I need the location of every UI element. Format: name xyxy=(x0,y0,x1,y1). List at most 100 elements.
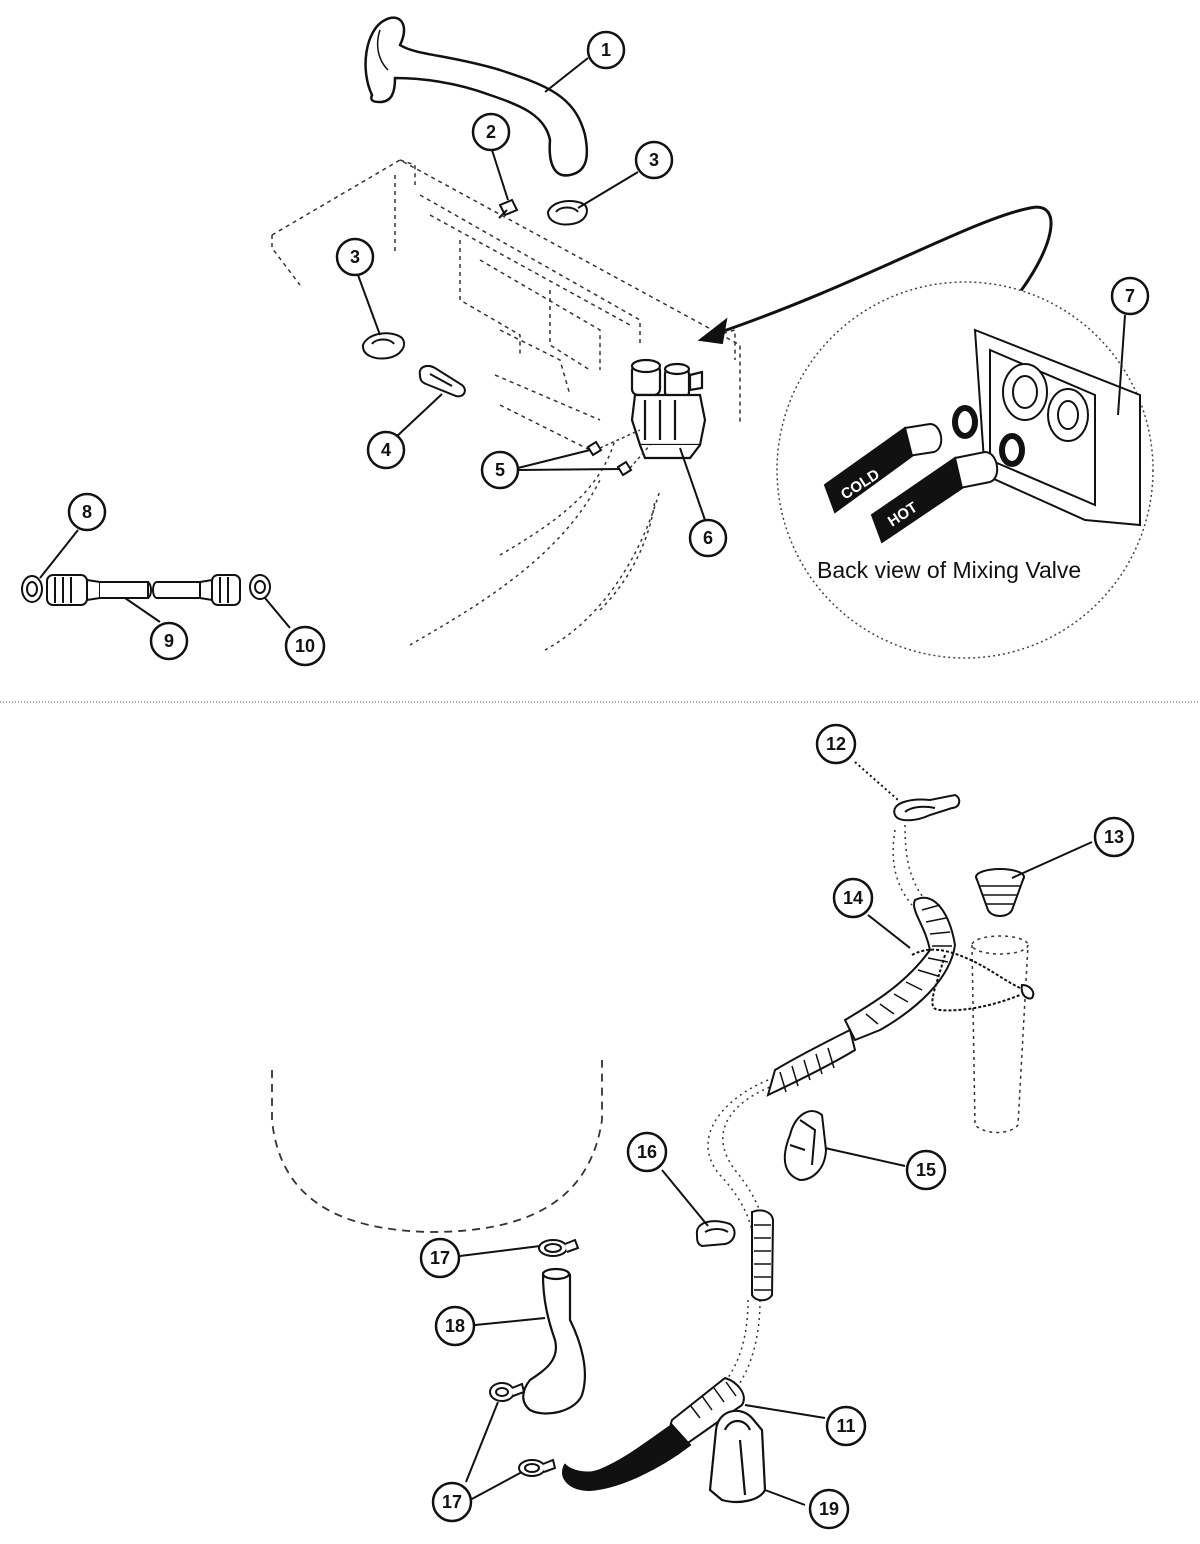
mount-dashes xyxy=(599,429,651,469)
part-17-clamp-lower-b xyxy=(518,1458,557,1477)
svg-text:13: 13 xyxy=(1104,827,1124,847)
part-10-washer xyxy=(249,574,271,600)
callout-17-upper: 17 xyxy=(419,1237,461,1279)
svg-text:1: 1 xyxy=(601,40,611,60)
leader-7 xyxy=(1117,314,1126,416)
part-15-bracket xyxy=(783,1110,828,1182)
svg-text:16: 16 xyxy=(637,1142,657,1162)
inset-valve-back xyxy=(973,328,1141,527)
inset-o-rings xyxy=(952,405,1025,467)
callout-12: 12 xyxy=(815,723,857,765)
leader-10 xyxy=(264,597,291,629)
chain-hook xyxy=(1020,983,1035,1000)
callout-5: 5 xyxy=(480,450,520,490)
part-8-washer xyxy=(21,575,43,603)
callout-7: 7 xyxy=(1110,276,1150,316)
svg-text:12: 12 xyxy=(826,734,846,754)
leader-2 xyxy=(491,149,509,201)
svg-text:17: 17 xyxy=(442,1492,462,1512)
svg-text:19: 19 xyxy=(819,1499,839,1519)
detail-arrow xyxy=(711,205,1053,337)
part-13-strainer xyxy=(975,868,1025,917)
callout-10: 10 xyxy=(284,625,326,667)
part-3-clamp-upper xyxy=(546,199,588,226)
part-12-clip xyxy=(893,793,961,822)
drain-path-ghost-2 xyxy=(707,829,913,1383)
inset-hot-hose xyxy=(870,450,999,544)
leader-3-lower xyxy=(357,274,381,336)
svg-text:6: 6 xyxy=(703,528,713,548)
standpipe xyxy=(971,935,1029,1134)
svg-text:14: 14 xyxy=(843,888,863,908)
leader-12 xyxy=(854,761,899,801)
leader-5 xyxy=(517,449,621,471)
svg-text:5: 5 xyxy=(495,460,505,480)
inset-caption: Back view of Mixing Valve xyxy=(817,557,1081,583)
leader-17-upper xyxy=(459,1245,541,1257)
part-1-fill-hose xyxy=(364,16,589,177)
leader-18 xyxy=(474,1317,546,1326)
callout-11: 11 xyxy=(825,1405,867,1447)
callout-19: 19 xyxy=(808,1488,850,1530)
leader-11 xyxy=(744,1404,826,1419)
callout-17-lower: 17 xyxy=(431,1481,473,1523)
callout-9: 9 xyxy=(149,621,189,661)
callout-4: 4 xyxy=(366,430,406,470)
callout-15: 15 xyxy=(905,1149,947,1191)
leader-9 xyxy=(124,597,161,623)
leader-15 xyxy=(824,1147,906,1167)
callout-14: 14 xyxy=(832,877,874,919)
part-4-clip xyxy=(418,365,466,398)
cabinet-frame xyxy=(271,159,741,451)
callout-6: 6 xyxy=(688,518,728,558)
leader-4 xyxy=(394,393,443,439)
tub-outline-top xyxy=(409,439,661,651)
svg-text:15: 15 xyxy=(916,1160,936,1180)
leader-1 xyxy=(544,57,589,93)
svg-text:17: 17 xyxy=(430,1248,450,1268)
svg-text:7: 7 xyxy=(1125,286,1135,306)
part-17-clamp-upper xyxy=(538,1238,580,1257)
leader-6 xyxy=(679,447,706,521)
svg-text:18: 18 xyxy=(445,1316,465,1336)
tub-outline-bottom xyxy=(271,1060,603,1233)
callout-3-upper: 3 xyxy=(634,140,674,180)
part-6-mixing-valve xyxy=(630,358,707,460)
svg-text:10: 10 xyxy=(295,636,315,656)
part-18-tub-hose xyxy=(522,1267,586,1415)
svg-text:3: 3 xyxy=(649,150,659,170)
callout-18: 18 xyxy=(434,1305,476,1347)
part-11-drain-hose-lower xyxy=(562,1209,775,1492)
svg-text:9: 9 xyxy=(164,631,174,651)
callout-3-lower: 3 xyxy=(335,237,375,277)
leader-3-upper xyxy=(577,171,639,209)
leader-17-lower xyxy=(465,1401,523,1501)
inset-cold-hose xyxy=(823,422,943,514)
leader-14 xyxy=(867,914,911,949)
callout-2: 2 xyxy=(471,112,511,152)
leader-19 xyxy=(764,1489,806,1506)
leader-8 xyxy=(39,529,79,579)
svg-text:4: 4 xyxy=(381,440,391,460)
leader-13 xyxy=(1011,841,1093,879)
callout-8: 8 xyxy=(67,492,107,532)
part-17-clamp-lower-a xyxy=(489,1382,526,1402)
part-16-clamp xyxy=(695,1220,736,1248)
part-19-support xyxy=(708,1409,767,1504)
svg-text:11: 11 xyxy=(836,1416,855,1436)
part-14-chain xyxy=(911,948,1031,1012)
part-9-inlet-hose xyxy=(46,574,241,606)
svg-text:2: 2 xyxy=(486,122,496,142)
leader-16 xyxy=(661,1169,709,1227)
svg-text:8: 8 xyxy=(82,502,92,522)
detail-arrowhead xyxy=(697,317,728,345)
part-14-drain-hose-upper xyxy=(766,896,957,1097)
callout-16: 16 xyxy=(626,1131,668,1173)
callout-1: 1 xyxy=(586,30,626,70)
part-3-clamp-lower xyxy=(362,332,406,360)
part-5-screws xyxy=(586,440,633,477)
drain-path-ghost xyxy=(722,824,926,1391)
part-2-screw xyxy=(498,198,519,219)
svg-text:3: 3 xyxy=(350,247,360,267)
